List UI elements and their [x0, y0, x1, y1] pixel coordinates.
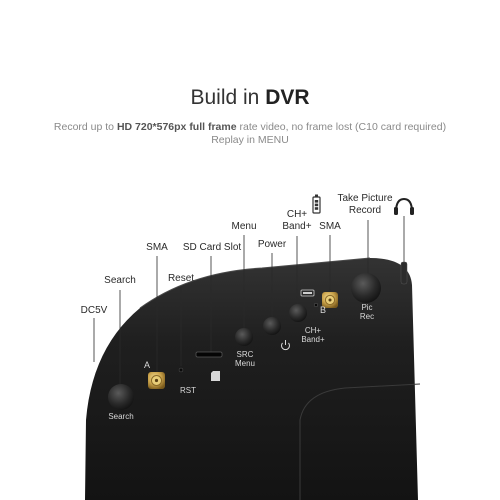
label-power: Power	[257, 239, 287, 250]
pic-rec-button-shape	[351, 273, 381, 303]
power-button-shape	[263, 317, 281, 335]
device-label-b: B	[319, 305, 326, 315]
sd-card-slot	[195, 351, 223, 358]
sma-a-connector	[148, 372, 165, 389]
headphone-jack	[400, 261, 408, 285]
label-search: Search	[104, 275, 136, 286]
status-led	[313, 302, 319, 308]
page-title: Build in DVR	[190, 86, 310, 109]
subtitle-line-1: Record up to HD 720*576px full frame rat…	[53, 121, 447, 133]
headphones-icon	[394, 197, 414, 215]
menu-button-shape	[235, 328, 253, 346]
label-reset: Reset	[167, 273, 195, 284]
battery-icon	[312, 194, 321, 214]
label-sma-b: SMA	[319, 221, 341, 232]
label-ch-band: CH+ Band+	[282, 209, 312, 232]
reset-hole	[178, 367, 184, 373]
sma-b-connector	[322, 292, 338, 308]
device-label-a: A	[143, 360, 150, 370]
label-take-picture-record: Take Picture Record	[337, 193, 393, 216]
label-menu: Menu	[231, 221, 257, 232]
device-label-ch-band: CH+ Band+	[301, 326, 325, 344]
power-icon	[281, 340, 290, 351]
label-sd-card-slot: SD Card Slot	[182, 242, 242, 253]
sd-card-icon	[211, 371, 220, 381]
ch-band-button-shape	[289, 304, 307, 322]
subtitle-line-2: Replay in MENU	[211, 134, 289, 146]
device-label-search: Search	[108, 412, 134, 421]
device-label-rst: RST	[180, 386, 196, 395]
label-sma-a: SMA	[146, 242, 168, 253]
search-button-shape	[108, 384, 134, 410]
label-dc5v: DC5V	[80, 305, 108, 316]
device-battery-indicator	[300, 289, 315, 297]
device-label-pic-rec: Pic Rec	[359, 303, 375, 321]
device-label-src-menu: SRC Menu	[234, 350, 255, 368]
